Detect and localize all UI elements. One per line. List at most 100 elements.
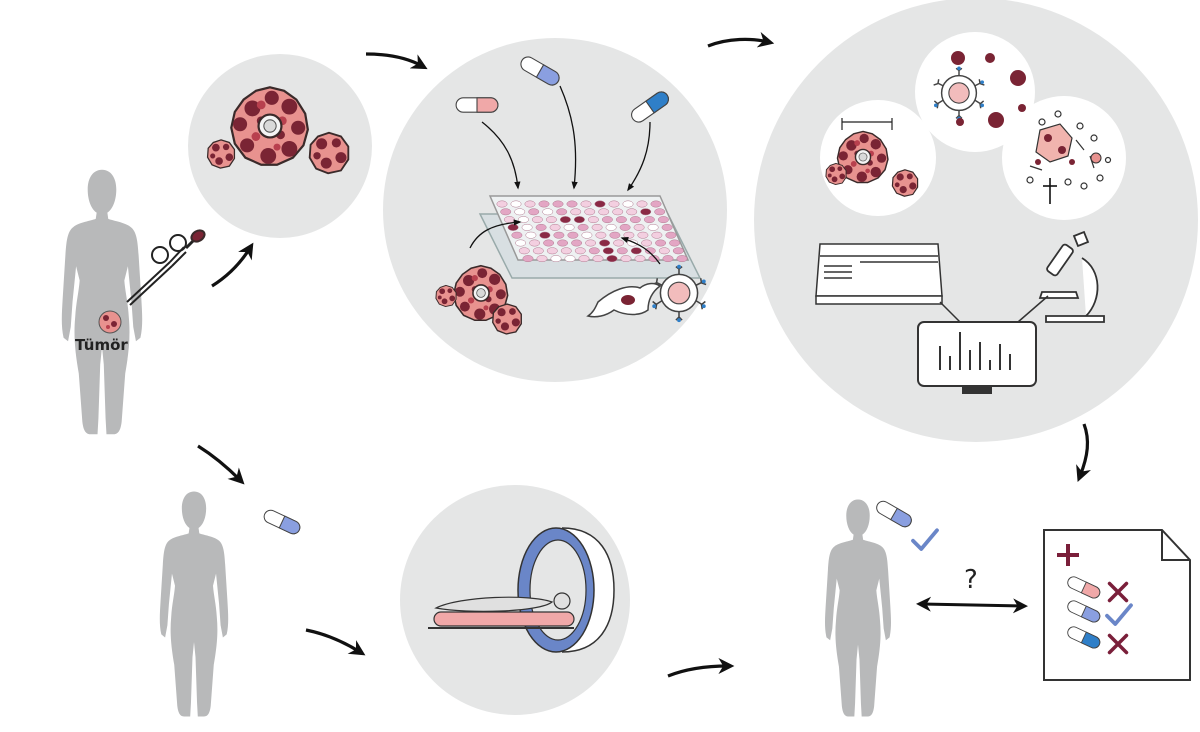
capsule-icon — [261, 507, 303, 537]
tumor-organoid-icon — [492, 303, 522, 335]
flow-arrows — [197, 31, 1091, 678]
plate-well — [636, 200, 648, 208]
screen-arrows — [469, 85, 661, 265]
plate-well — [584, 208, 596, 216]
question-mark: ? — [964, 565, 978, 595]
plate-well — [588, 247, 600, 255]
plate-well — [637, 231, 649, 239]
plate-well — [661, 223, 673, 231]
plate-well — [658, 247, 670, 255]
plate-well — [669, 239, 681, 247]
plate-well — [599, 239, 611, 247]
plate-well — [676, 255, 688, 263]
plate-well — [594, 200, 606, 208]
plate-well — [606, 255, 618, 263]
plate-well — [591, 223, 603, 231]
tumor-organoid-icon — [206, 139, 236, 169]
plate-well — [546, 247, 558, 255]
plate-well — [630, 247, 642, 255]
fibroblast-icon — [586, 282, 662, 318]
plate-well — [536, 255, 548, 263]
plate-well — [651, 231, 663, 239]
plate-well — [550, 255, 562, 263]
plate-well — [514, 208, 526, 216]
monitor-chart-icon — [917, 295, 1049, 394]
death-subpanel — [1002, 96, 1126, 220]
woman-silhouette-icon — [61, 169, 143, 435]
plate-well — [605, 223, 617, 231]
plate-well — [657, 216, 669, 224]
plate-well — [578, 255, 590, 263]
tumor-organoid-icon — [435, 284, 457, 308]
plate-well — [672, 247, 684, 255]
plate-well — [515, 239, 527, 247]
plate-well — [626, 208, 638, 216]
plate-well — [644, 247, 656, 255]
plate-well — [531, 216, 543, 224]
plate-well — [619, 223, 631, 231]
plate-well — [570, 208, 582, 216]
plate-well — [563, 223, 575, 231]
plate-well — [564, 255, 576, 263]
dead-cell-debris-icon — [1029, 123, 1102, 171]
plate-well — [522, 255, 534, 263]
plate-well — [581, 231, 593, 239]
double-arrow — [916, 596, 1028, 614]
plate-well — [535, 223, 547, 231]
plate-well — [662, 255, 674, 263]
check-icon — [913, 530, 937, 549]
plate-well — [542, 208, 554, 216]
plate-well — [609, 231, 621, 239]
plate-well — [647, 223, 659, 231]
plate-well — [598, 208, 610, 216]
plate-well — [496, 200, 508, 208]
plate-well — [573, 216, 585, 224]
plate-well — [655, 239, 667, 247]
plate-well — [612, 208, 624, 216]
plate-well — [510, 200, 522, 208]
plate-well — [615, 216, 627, 224]
plate-well — [524, 200, 536, 208]
plate-reader-icon — [815, 243, 943, 305]
plate-well — [629, 216, 641, 224]
tumor-in-patient — [98, 310, 122, 334]
plate-well — [532, 247, 544, 255]
plate-well — [549, 223, 561, 231]
plate-well — [521, 223, 533, 231]
plate-well — [641, 239, 653, 247]
well-plate — [478, 195, 702, 279]
plate-well — [518, 247, 530, 255]
plate-well — [543, 239, 555, 247]
woman-silhouette-icon — [159, 491, 229, 717]
plate-well — [622, 200, 634, 208]
capsule-icon — [873, 498, 915, 530]
plate-well — [577, 223, 589, 231]
cross-dagger-icon — [1043, 178, 1057, 204]
plate-well — [556, 208, 568, 216]
plate-well — [643, 216, 655, 224]
microscope-icon — [1038, 230, 1105, 323]
plate-well — [616, 247, 628, 255]
biopsy-forceps-icon — [126, 229, 206, 306]
tumor-organoid-icon — [230, 86, 309, 166]
plate-well — [528, 208, 540, 216]
plate-well — [511, 231, 523, 239]
plate-well — [574, 247, 586, 255]
plate-well — [585, 239, 597, 247]
plate-well — [580, 200, 592, 208]
plate-well — [525, 231, 537, 239]
plate-well — [608, 200, 620, 208]
plate-well — [538, 200, 550, 208]
size-measurement — [841, 118, 893, 130]
plate-well — [571, 239, 583, 247]
plate-well — [507, 223, 519, 231]
tumor-organoid-icon — [825, 162, 847, 186]
mri-scanner-icon — [428, 527, 615, 653]
plate-well — [539, 231, 551, 239]
plate-well — [566, 200, 578, 208]
capsule-icon — [455, 97, 499, 113]
plate-well — [602, 247, 614, 255]
plate-well — [592, 255, 604, 263]
plate-well — [595, 231, 607, 239]
